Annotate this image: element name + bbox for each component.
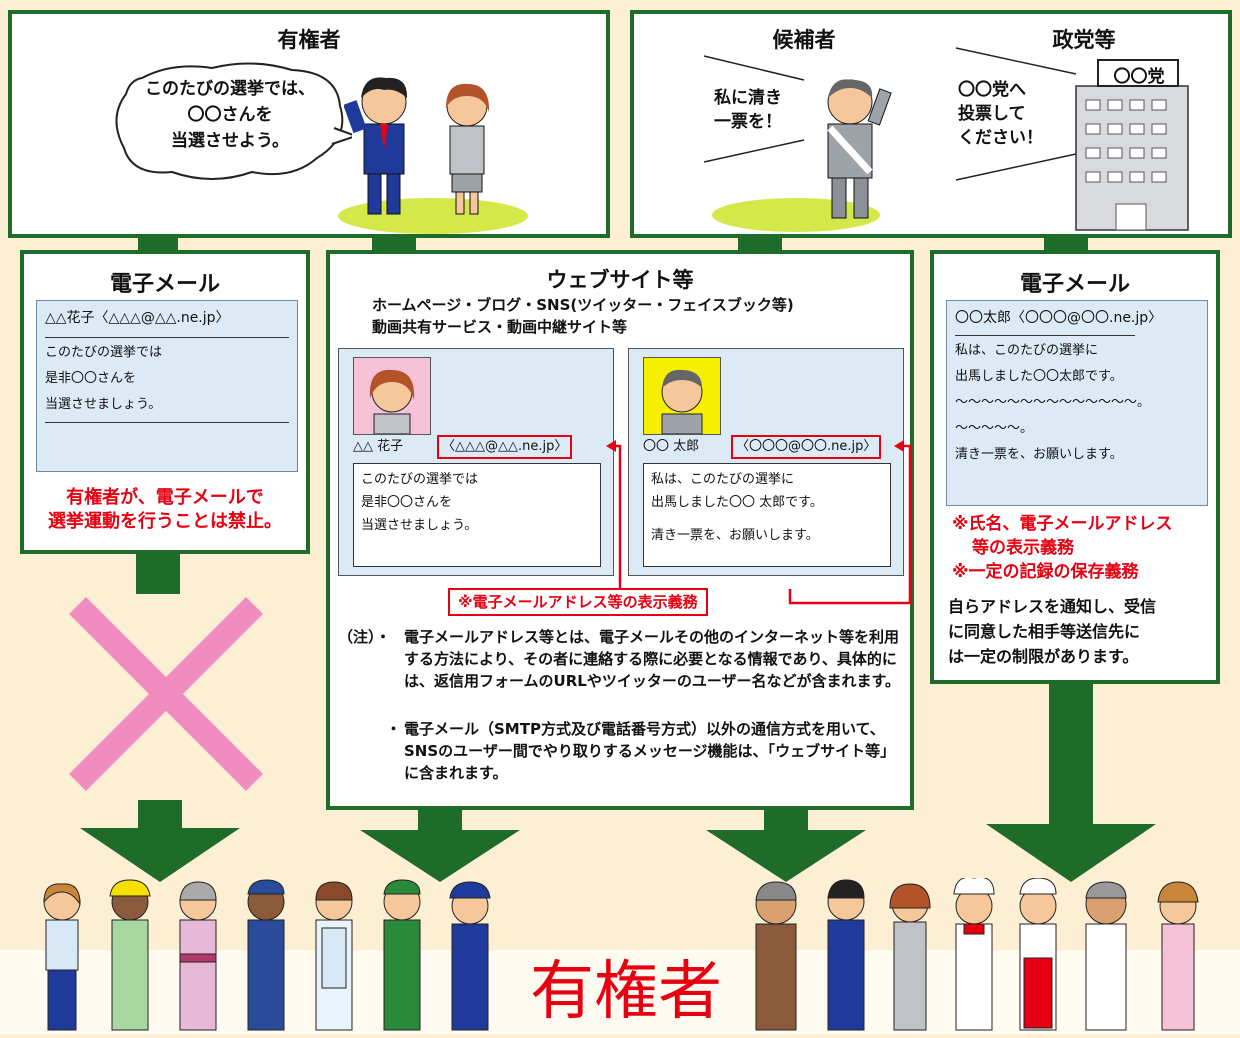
candidate-speech-lines <box>703 55 805 163</box>
candidate-party-panel: 候補者 政党等 私に清き 一票を！ 〇〇党へ 投票して ください！ <box>630 10 1232 238</box>
candidate-ground-shadow <box>712 198 880 232</box>
people-group-icon <box>43 879 491 1031</box>
connector-bar <box>738 238 782 252</box>
divider <box>955 335 1135 336</box>
email-right-pane: 〇〇太郎〈〇〇〇@〇〇.ne.jp〉 私は、このたびの選挙に 出馬しました〇〇太… <box>946 300 1208 506</box>
candidate-figure <box>827 79 892 219</box>
speech-bubble-text: このたびの選挙では、 〇〇さんを 当選させよう。 <box>145 79 315 151</box>
voters-panel: 有権者 このたびの選挙では、 〇〇さんを 当選させよう。 <box>8 10 610 238</box>
party-building-sign: 〇〇党 <box>1113 67 1165 87</box>
email-left-from: △△花子〈△△△@△△.ne.jp〉 <box>45 310 230 326</box>
connector-bar <box>1044 238 1088 252</box>
divider <box>45 422 289 423</box>
voters-panel-title: 有権者 <box>277 28 341 52</box>
party-speech: 〇〇党へ 投票して ください！ <box>958 80 1043 148</box>
website-note-prefix: （注）・ <box>338 628 391 646</box>
crowd-left <box>22 878 522 1034</box>
party-speech-lines <box>955 47 1077 181</box>
website-note-2: 電子メール（SMTP方式及び電話番号方式）以外の通信方式を用いて、SNSのユーザ… <box>404 720 896 782</box>
obligation-connector-lines <box>606 440 912 605</box>
email-right-panel: 電子メール 〇〇太郎〈〇〇〇@〇〇.ne.jp〉 私は、このたびの選挙に 出馬し… <box>930 250 1220 684</box>
candidate-card-address: 〈〇〇〇@〇〇.ne.jp〉 <box>731 435 882 459</box>
voter-avatar-icon <box>369 369 415 435</box>
email-right-obligations: ※氏名、電子メールアドレス 等の表示義務 ※一定の記録の保存義務 <box>952 514 1173 582</box>
voter-man-figure <box>344 77 408 215</box>
website-note-2-prefix: ・ <box>386 720 402 738</box>
crowd-right <box>738 876 1228 1034</box>
voter-card-address: 〈△△△@△△.ne.jp〉 <box>437 435 573 459</box>
candidate-avatar <box>643 357 721 435</box>
website-note-1: 電子メールアドレス等とは、電子メールその他のインターネット等を利用する方法により… <box>404 628 901 690</box>
connector-bar <box>138 238 178 252</box>
email-left-panel: 電子メール △△花子〈△△△@△△.ne.jp〉 このたびの選挙では 是非〇〇さ… <box>20 250 310 554</box>
arrow-down-icon <box>360 810 520 882</box>
divider <box>45 337 289 338</box>
candidate-profile-card: 〇〇 太郎 〈〇〇〇@〇〇.ne.jp〉 私は、このたびの選挙に 出馬しました〇… <box>628 348 904 576</box>
party-title: 政党等 <box>1052 28 1116 52</box>
speech-bubble <box>115 62 352 180</box>
website-subtitle: ホームページ・ブログ・SNS(ツイッター・フェイスブック等) 動画共有サービス・… <box>372 296 794 336</box>
candidate-title: 候補者 <box>772 28 836 52</box>
connector-bar <box>136 554 180 594</box>
website-title: ウェブサイト等 <box>546 268 694 292</box>
candidate-card-body: 私は、このたびの選挙に 出馬しました〇〇 太郎です。 清き一票を、お願いします。 <box>643 463 891 567</box>
email-right-title: 電子メール <box>1019 272 1130 297</box>
email-right-from: 〇〇太郎〈〇〇〇@〇〇.ne.jp〉 <box>955 310 1163 326</box>
connector-bar <box>372 238 416 252</box>
voter-card-body: このたびの選挙では 是非〇〇さんを 当選させましょう。 <box>353 463 601 567</box>
voter-card-name: △△ 花子 <box>353 439 404 454</box>
voter-profile-card: △△ 花子 〈△△△@△△.ne.jp〉 このたびの選挙では 是非〇〇さんを 当… <box>338 348 614 576</box>
website-panel: ウェブサイト等 ホームページ・ブログ・SNS(ツイッター・フェイスブック等) 動… <box>326 250 914 810</box>
candidate-speech: 私に清き 一票を！ <box>714 88 782 132</box>
voter-avatar <box>353 357 431 435</box>
candidate-card-name: 〇〇 太郎 <box>643 439 700 454</box>
arrow-down-icon <box>986 684 1156 882</box>
email-right-note: 自らアドレスを通知し、受信 に同意した相手等送信先に は一定の制限があります。 <box>948 597 1157 666</box>
email-left-prohibition: 有権者が、電子メールで 選挙運動を行うことは禁止。 <box>48 487 282 532</box>
candidate-avatar-icon <box>661 369 703 435</box>
email-left-title: 電子メール <box>109 272 220 297</box>
arrow-down-icon <box>706 810 866 882</box>
people-group-icon <box>755 876 1199 1031</box>
obligation-label: ※電子メールアドレス等の表示義務 <box>448 588 708 616</box>
prohibited-cross-icon <box>69 597 263 791</box>
party-building-icon <box>1075 59 1189 231</box>
voter-woman-figure <box>446 83 490 215</box>
arrow-down-icon <box>80 800 240 882</box>
email-left-pane: △△花子〈△△△@△△.ne.jp〉 このたびの選挙では 是非〇〇さんを 当選さ… <box>36 300 298 472</box>
bottom-voters-label: 有権者 <box>530 955 722 1029</box>
